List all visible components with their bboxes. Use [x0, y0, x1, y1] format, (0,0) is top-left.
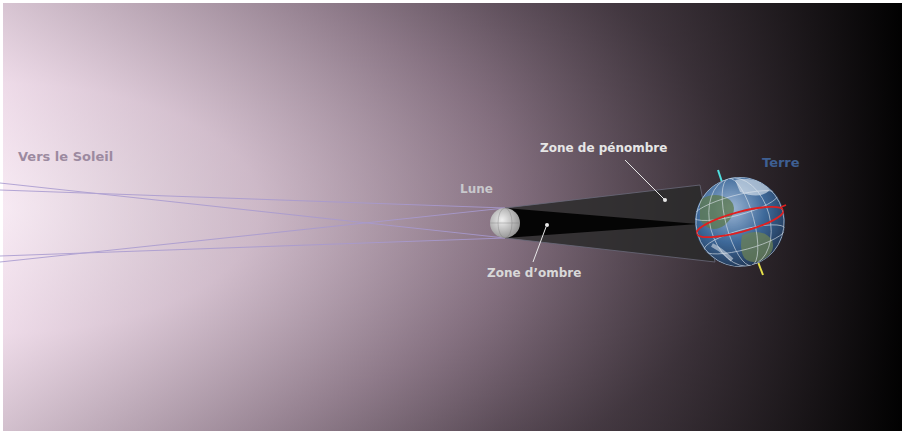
moon-grid [490, 208, 520, 238]
moon [490, 208, 520, 238]
leader-dot [545, 223, 549, 227]
penumbra-zone [505, 185, 715, 262]
moon-label: Lune [460, 182, 493, 196]
earth-grid [686, 167, 794, 277]
earth-label: Terre [762, 156, 800, 170]
earth-axis-south [758, 262, 763, 275]
penumbra-outline [505, 185, 715, 262]
earth-axis-north [718, 170, 722, 182]
leader-dot [663, 198, 667, 202]
equator-tip [781, 205, 786, 207]
sun-rays [0, 183, 505, 262]
penumbra-label: Zone de pénombre [540, 141, 667, 155]
equator [694, 201, 786, 244]
umbra-label: Zone d’ombre [487, 266, 581, 280]
sun-direction-label: Vers le Soleil [18, 150, 113, 164]
umbra-zone [505, 208, 698, 238]
leader-line [533, 227, 546, 262]
leader-line [625, 160, 664, 199]
